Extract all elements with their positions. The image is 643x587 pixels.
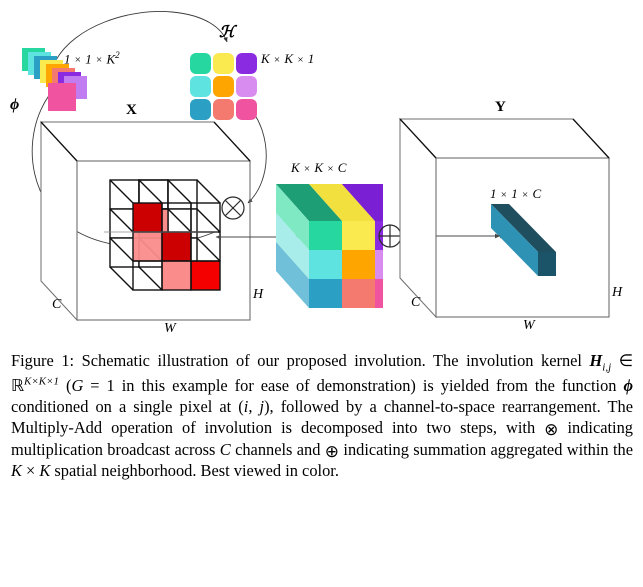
output-bar-top: [491, 204, 556, 252]
arc-kernel-to-multiply: [247, 107, 267, 204]
highlight-cell-dark: [133, 203, 162, 232]
y-cube-front: [435, 157, 610, 318]
kernel-cell: [190, 53, 211, 74]
highlight-cell-light: [162, 261, 191, 290]
slab-side-row-1: [276, 184, 309, 250]
output-bar-front: [491, 204, 538, 276]
kernel-cell: [236, 53, 257, 74]
label-dim-output-pixel: 1 × 1 × C: [490, 186, 542, 201]
slab-top-col-1: [276, 184, 342, 221]
x-cube-front: [76, 160, 251, 321]
slab-top-col-3b: [342, 184, 383, 221]
grid-front-cell: [190, 260, 221, 291]
label-dim-kernel-spatial: K × K × 1: [261, 51, 315, 66]
input-tensor-cube: [39, 120, 252, 322]
label-y-axis-w: W: [523, 318, 535, 333]
output-tensor-cube: [398, 117, 611, 319]
y-cube-edge-topright: [572, 118, 610, 159]
output-bar-side: [538, 252, 556, 276]
slab-side-row-2: [276, 213, 309, 279]
highlight-cell-bright: [191, 261, 220, 290]
stack-square: [48, 83, 76, 111]
output-pixel-bar: [491, 204, 556, 276]
slab-side-row-3: [276, 242, 309, 308]
multiply-operator-symbol: [221, 196, 245, 220]
label-dim-broadcast: K × K × C: [291, 160, 347, 175]
kernel-cell: [213, 76, 234, 97]
slab-front-cell: [375, 250, 383, 279]
label-script-h: ℋ: [219, 24, 235, 41]
label-phi: ϕ: [10, 96, 20, 113]
highlight-cell-light: [133, 232, 162, 261]
label-y-axis-h: H: [612, 285, 623, 300]
label-x-axis-h: H: [253, 287, 264, 302]
figure-caption: Figure 1: Schematic illustration of our …: [11, 350, 633, 481]
kernel-cell: [213, 53, 234, 74]
broadcast-kernel-slab: [276, 184, 383, 308]
diagram-svg-canvas: [22, 11, 611, 322]
label-input-tensor-x: X: [126, 102, 137, 118]
slab-front-cell: [309, 279, 342, 308]
grid-front-highlights: [133, 203, 220, 290]
slab-front-cell: [342, 250, 375, 279]
x-cube-edge-topright: [213, 121, 251, 162]
highlight-cell-dark: [162, 232, 191, 261]
flattened-kernel-stack: [22, 48, 87, 111]
label-dim-kernel-flat: 1 × 1 × K2: [64, 50, 120, 67]
kernel-cell: [236, 99, 257, 120]
caption-text: Figure 1: Schematic illustration of our …: [11, 351, 634, 480]
slab-front-cell: [342, 221, 375, 250]
slab-front-cell: [309, 250, 342, 279]
label-output-tensor-y: Y: [495, 99, 506, 115]
slab-front-cell: [309, 221, 342, 250]
kernel-cell: [190, 99, 211, 120]
kernel-cell: [213, 99, 234, 120]
label-y-axis-c: C: [411, 295, 421, 310]
slab-front-grid: [309, 221, 383, 308]
arc-stack-to-kernel: [55, 11, 228, 61]
label-x-axis-w: W: [164, 321, 176, 336]
kernel-cell: [236, 76, 257, 97]
kernel-cell: [190, 76, 211, 97]
x-cube-edge-topleft: [40, 121, 78, 162]
diagram-illustration: ϕ ℋ X Y 1 × 1 × K2 K × K × 1 K × K × C 1…: [10, 11, 623, 336]
slab-top-col-2: [309, 184, 375, 221]
slab-front-cell: [342, 279, 375, 308]
receptive-field-grid: [104, 179, 221, 291]
y-cube-edge-topleft: [399, 118, 437, 159]
slab-purple-wedge: [375, 184, 383, 221]
slab-front-cell: [375, 279, 383, 308]
label-x-axis-c: C: [52, 297, 62, 312]
involution-kernel-grid: [190, 53, 257, 120]
add-operator-symbol: [378, 224, 402, 248]
